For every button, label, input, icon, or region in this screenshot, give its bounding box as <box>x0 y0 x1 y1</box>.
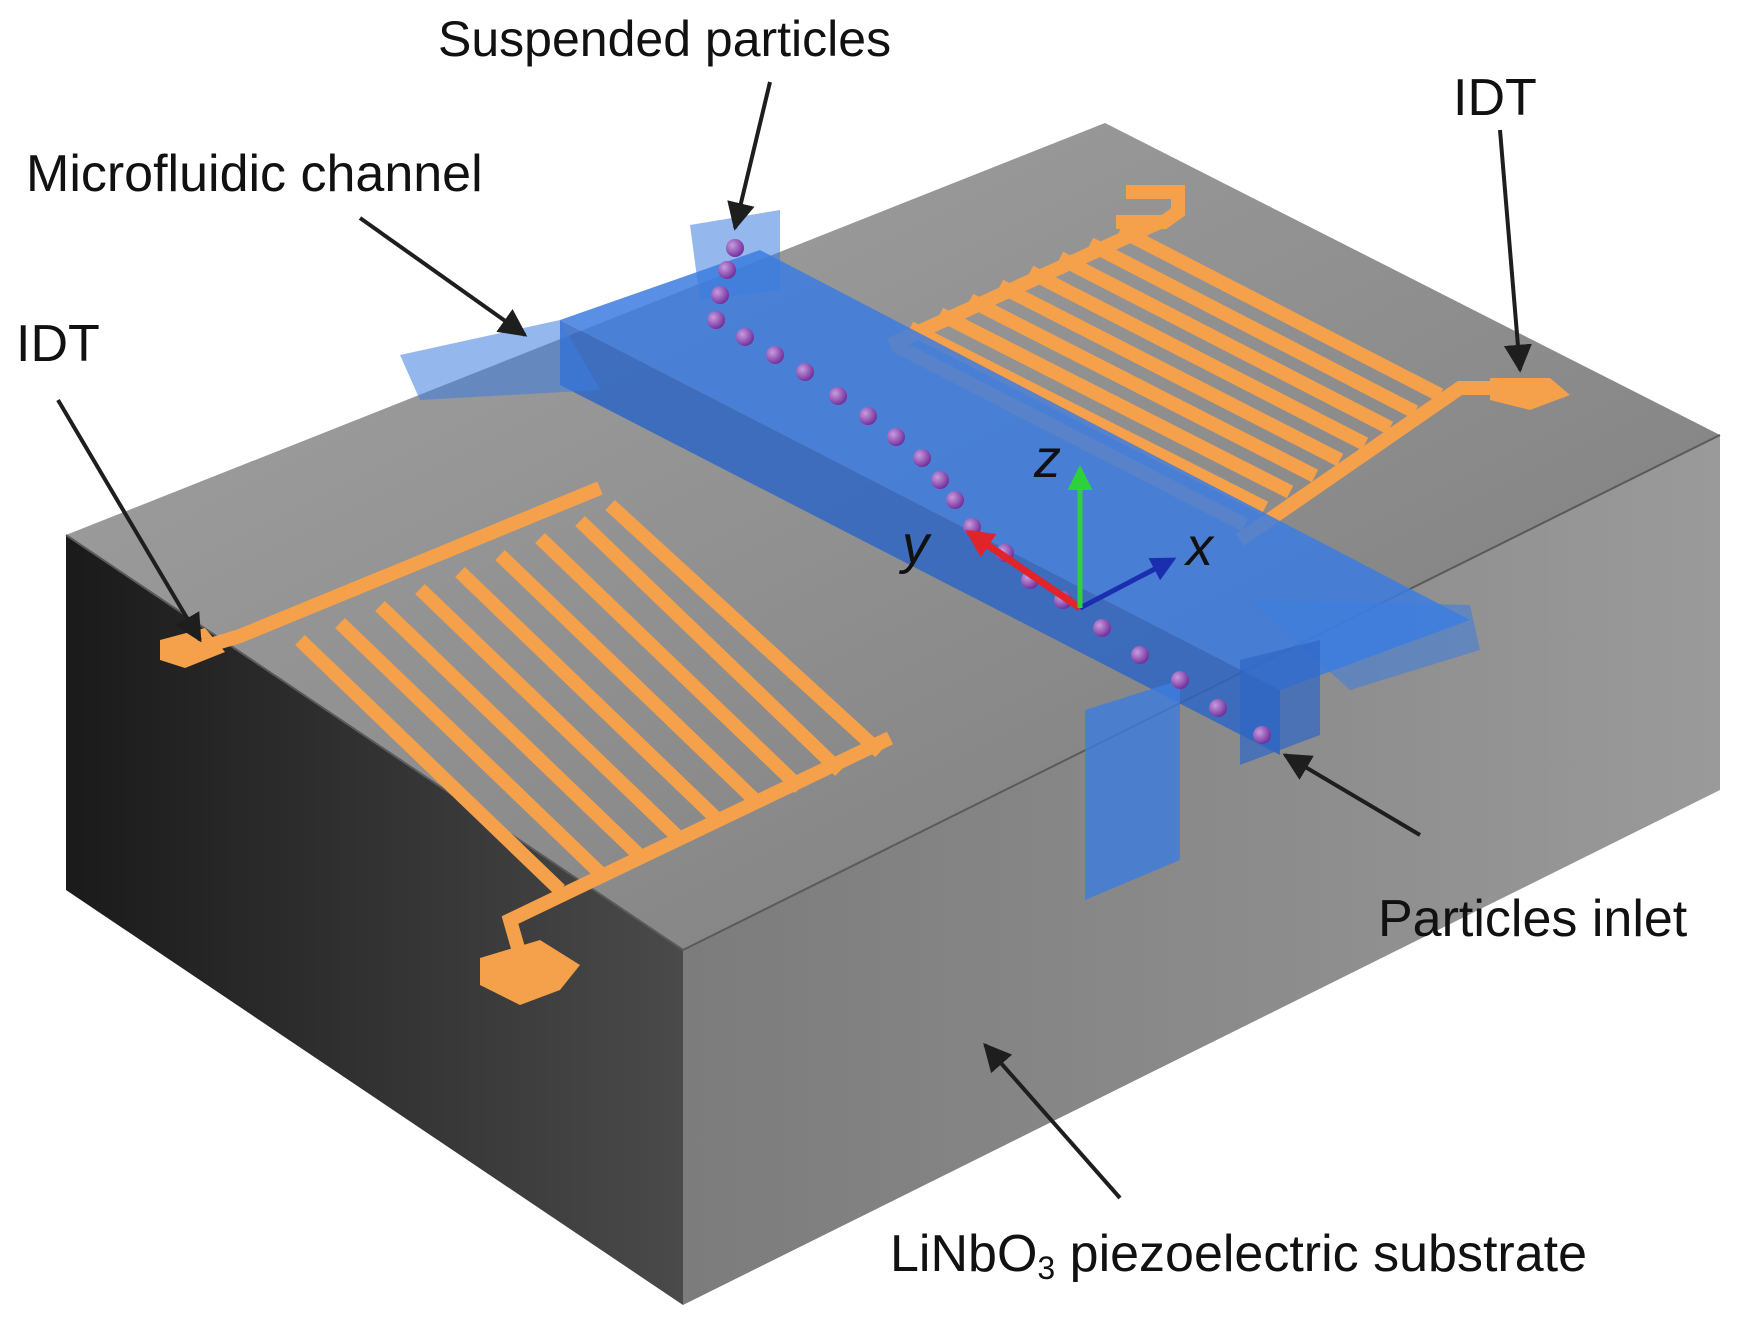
arrow-particles-inlet <box>1282 753 1422 837</box>
idt-left <box>160 481 894 1005</box>
particle <box>796 363 814 381</box>
particle <box>726 239 744 257</box>
axis-y-label: y <box>902 515 929 575</box>
particles <box>707 239 1271 744</box>
label-particles-inlet: Particles inlet <box>1378 890 1688 948</box>
particle <box>1093 619 1111 637</box>
particle <box>766 346 784 364</box>
particle <box>1131 646 1149 664</box>
particle <box>829 387 847 405</box>
arrow-suspended-particles <box>727 81 772 231</box>
coordinate-axes <box>965 465 1177 611</box>
particle <box>1171 671 1189 689</box>
channel-left-arm <box>400 320 600 400</box>
channel-right-arm <box>1250 600 1480 690</box>
idt-right-pad <box>1490 378 1570 410</box>
leader-arrows <box>56 81 1532 1200</box>
particle <box>931 471 949 489</box>
idt-left-lower-pad <box>480 940 580 1005</box>
label-microfluidic-channel: Microfluidic channel <box>26 145 483 203</box>
label-idt-left: IDT <box>16 315 100 373</box>
idt-right <box>887 185 1570 546</box>
particle <box>859 407 877 425</box>
axis-y-arrow <box>965 529 1082 611</box>
label-idt-right: IDT <box>1453 69 1537 127</box>
label-substrate: LiNbO3 piezoelectric substrate <box>890 1225 1588 1284</box>
axis-x-label: x <box>1186 517 1213 577</box>
idt-left-fingers <box>295 499 885 896</box>
arrow-idt-right <box>1498 129 1532 373</box>
label-suspended-particles: Suspended particles <box>438 11 892 67</box>
label-substrate-subscript: 3 <box>1037 1250 1056 1286</box>
particle <box>946 491 964 509</box>
arrow-microfluidic-channel <box>358 216 528 337</box>
arrow-substrate <box>983 1042 1122 1200</box>
arrow-idt-left <box>56 398 202 643</box>
microfluidic-channel <box>400 210 1480 900</box>
particle <box>887 428 905 446</box>
particle <box>718 261 736 279</box>
substrate-left-side <box>66 535 683 1305</box>
axis-z-label: z <box>1034 429 1061 489</box>
idt-left-bus <box>197 481 603 655</box>
channel-main-side <box>560 320 1280 755</box>
label-substrate-text: piezoelectric substrate <box>1055 1225 1588 1283</box>
substrate <box>65 123 1721 1305</box>
axis-x-arrow <box>1078 557 1177 611</box>
particle <box>1253 726 1271 744</box>
particle <box>711 286 729 304</box>
particle <box>1209 699 1227 717</box>
particle <box>707 311 725 329</box>
idt-right-bus-lower <box>1236 381 1490 546</box>
particle <box>913 449 931 467</box>
channel-main-top <box>560 250 1470 690</box>
particle <box>736 328 754 346</box>
label-substrate-formula: LiNbO <box>890 1225 1038 1283</box>
channel-bottom-arm <box>1085 680 1180 900</box>
